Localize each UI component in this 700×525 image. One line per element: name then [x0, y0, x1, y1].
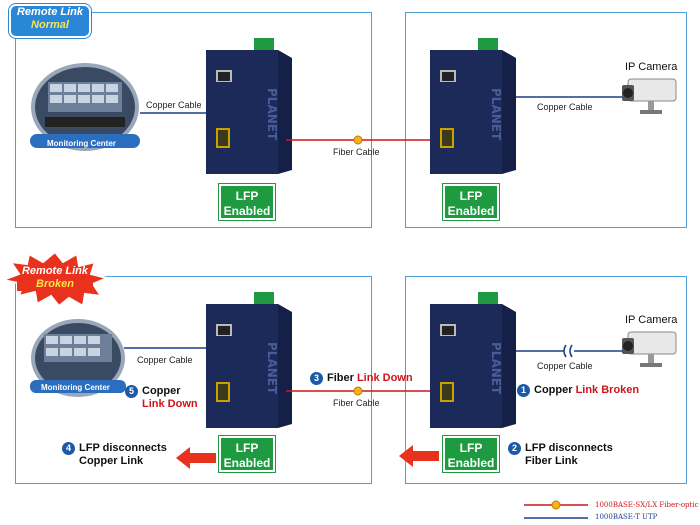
- legend-fiber-label: 1000BASE-SX/LX Fiber-optic: [595, 501, 699, 509]
- step-3-fiber-link-down: 3 Fiber Link Down: [310, 372, 413, 385]
- lfp-enabled-indicator: LFP Enabled: [442, 183, 500, 221]
- copper-cable-line: [516, 96, 626, 98]
- svg-text:PLANET: PLANET: [489, 88, 503, 141]
- fiber-cable-line: [286, 135, 431, 145]
- lfp-enabled-indicator: LFP Enabled: [218, 435, 276, 473]
- step-number: 4: [62, 442, 75, 455]
- fiber-cable-label: Fiber Cable: [333, 398, 380, 408]
- legend-utp-line: [524, 517, 588, 519]
- badge-status: Broken: [17, 278, 93, 291]
- monitoring-center-label: Monitoring Center: [47, 139, 116, 148]
- step-1-copper-link-broken: 1 Copper Link Broken: [517, 384, 639, 397]
- ip-camera-icon: [622, 78, 677, 114]
- svg-text:PLANET: PLANET: [489, 342, 503, 395]
- left-arrow-icon: [399, 445, 439, 467]
- step-text: Copper: [534, 384, 576, 396]
- step-text: Fiber: [327, 372, 357, 384]
- copper-cable-line: [124, 347, 210, 349]
- ip-camera-icon: [622, 331, 677, 367]
- media-converter: PLANET: [430, 38, 516, 174]
- copper-cable-label: Copper Cable: [537, 102, 593, 112]
- copper-cable-label: Copper Cable: [537, 361, 593, 371]
- step-number: 2: [508, 442, 521, 455]
- svg-text:PLANET: PLANET: [265, 88, 279, 141]
- step-text-2: Copper Link: [79, 455, 144, 467]
- svg-text:PLANET: PLANET: [265, 342, 279, 395]
- step-number: 5: [125, 385, 138, 398]
- badge-title: Remote Link: [21, 265, 88, 277]
- monitoring-center-label: Monitoring Center: [41, 383, 110, 392]
- step-highlight: Link Broken: [575, 384, 640, 396]
- step-number: 3: [310, 372, 323, 385]
- step-text-2: Fiber Link: [525, 455, 578, 467]
- remote-link-broken-badge: Remote Link Broken: [17, 265, 93, 295]
- step-text: LFP disconnects: [79, 442, 167, 454]
- ip-camera-label: IP Camera: [625, 314, 678, 326]
- step-number: 1: [517, 384, 530, 397]
- lfp-enabled-indicator: LFP Enabled: [218, 183, 276, 221]
- badge-title: Remote Link: [16, 6, 83, 18]
- left-arrow-icon: [176, 447, 216, 469]
- media-converter: PLANET: [206, 292, 292, 428]
- badge-status: Normal: [31, 19, 69, 31]
- copper-cable-label: Copper Cable: [146, 100, 202, 110]
- copper-cable-line: [140, 112, 210, 114]
- legend-utp-label: 1000BASE-T UTP: [595, 513, 658, 521]
- step-text: LFP disconnects: [525, 442, 613, 454]
- step-text: Copper: [142, 385, 181, 397]
- step-highlight: Link Down: [142, 398, 198, 410]
- legend-fiber-line: [524, 500, 588, 510]
- lfp-enabled-indicator: LFP Enabled: [442, 435, 500, 473]
- ip-camera-label: IP Camera: [625, 61, 678, 73]
- copper-cable-broken-line: [516, 344, 626, 358]
- fiber-cable-line: [286, 386, 431, 396]
- media-converter: PLANET: [430, 292, 516, 428]
- copper-cable-label: Copper Cable: [137, 355, 193, 365]
- monitoring-center-image: [30, 63, 140, 151]
- monitoring-center-image: [30, 319, 126, 397]
- fiber-cable-label: Fiber Cable: [333, 147, 380, 157]
- step-highlight: Link Down: [356, 372, 413, 384]
- remote-link-normal-badge: Remote Link Normal: [9, 4, 91, 38]
- media-converter: PLANET: [206, 38, 292, 174]
